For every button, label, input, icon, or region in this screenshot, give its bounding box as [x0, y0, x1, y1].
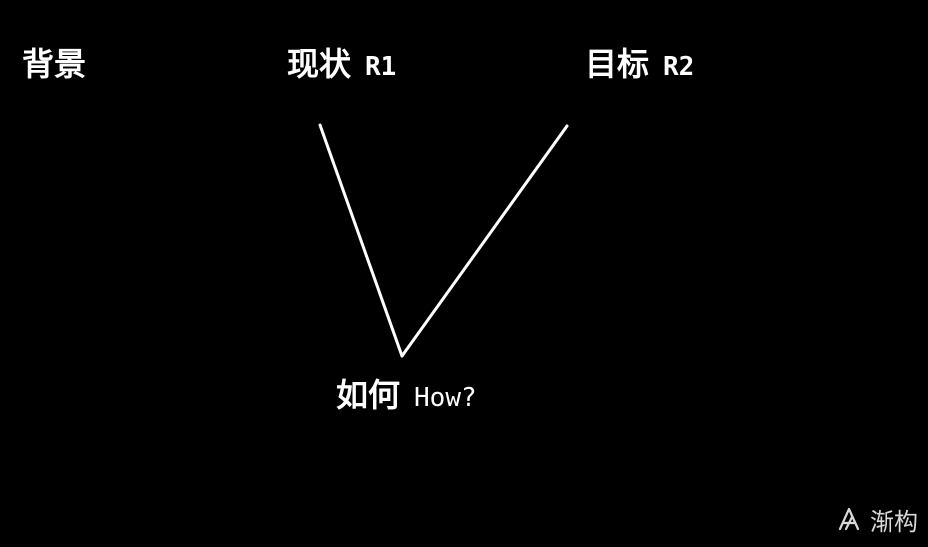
target-state-zh: 目标 — [585, 45, 650, 83]
how-en: How? — [414, 383, 477, 413]
watermark: 渐构 — [834, 502, 918, 537]
current-state-en: R1 — [365, 52, 397, 82]
current-state-label: 现状 R1 — [287, 48, 396, 80]
target-state-label: 目标 R2 — [585, 48, 694, 80]
logo-icon — [834, 505, 864, 535]
background-label: 背景 — [22, 45, 87, 83]
how-to-target-line — [400, 124, 569, 358]
current-state-zh: 现状 — [287, 45, 352, 83]
target-state-en: R2 — [663, 52, 695, 82]
current-to-how-line — [318, 123, 404, 358]
how-label: 如何 How? — [336, 379, 477, 411]
how-zh: 如何 — [336, 376, 401, 414]
watermark-text: 渐构 — [870, 508, 918, 536]
